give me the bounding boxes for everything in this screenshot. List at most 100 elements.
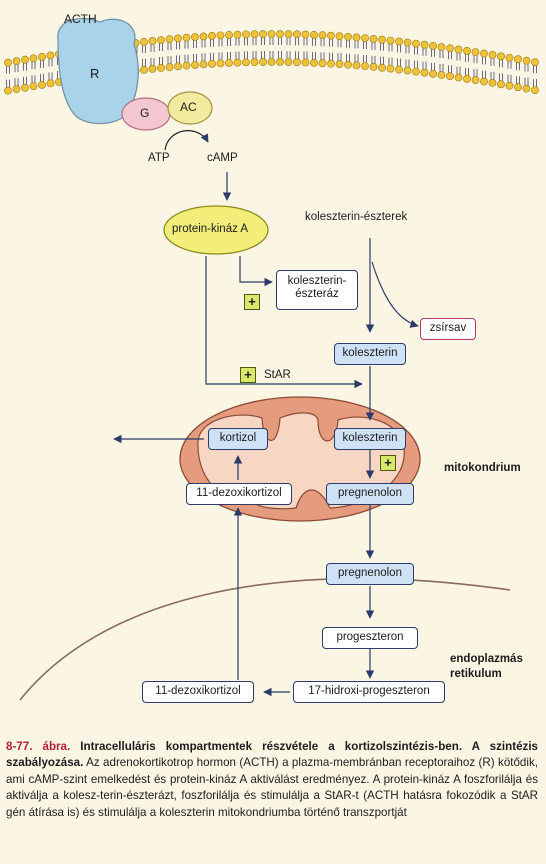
lipid-head [267, 58, 276, 66]
figure-caption: 8-77. ábra. Intracelluláris kompartmente… [6, 739, 538, 821]
lipid-head [318, 31, 327, 40]
lipid-head [191, 61, 199, 69]
lipid-head [344, 60, 352, 69]
pka-shape [163, 205, 269, 255]
cortisol-box: kortizol [208, 428, 268, 450]
lipid-head [208, 31, 216, 40]
lipid-head [301, 30, 310, 39]
lipid-head [497, 80, 505, 89]
lipid-head [199, 32, 208, 41]
lipid-head [420, 68, 429, 77]
lipid-head [352, 33, 361, 42]
lipid-head [191, 33, 199, 41]
mito-plus-badge: + [380, 455, 396, 471]
lipid-head [412, 67, 420, 76]
lipid-head [21, 83, 29, 92]
ac-label: AC [180, 100, 197, 114]
lipid-head [327, 31, 335, 40]
lipid-head [463, 46, 471, 55]
lipid-head [497, 52, 505, 61]
lipid-head [140, 37, 148, 46]
lipid-head [276, 30, 284, 38]
cholesterol-esterase-line-2: észteráz [295, 288, 339, 300]
lipid-head [148, 37, 157, 45]
progesterone-box: progeszteron [322, 627, 418, 649]
atp-label: ATP [148, 152, 170, 164]
lipid-head [208, 59, 216, 68]
lipid-head [182, 33, 191, 42]
lipid-head [140, 65, 148, 74]
pregnenolone-er-box: pregnenolon [326, 563, 414, 585]
star-label: StAR [264, 369, 291, 381]
lipid-head [165, 35, 174, 44]
lipid-head [386, 36, 395, 45]
lipid-head [174, 34, 182, 43]
lipid-head [310, 30, 318, 39]
hydroxyprogesterone-box: 17-hidroxi-progeszteron [293, 681, 445, 703]
lipid-head [38, 80, 46, 89]
lipid-head [403, 66, 412, 75]
lipid-head [225, 31, 233, 39]
lipid-head [522, 56, 531, 65]
lipid-head [403, 38, 412, 47]
lipid-head [233, 58, 242, 67]
lipid-head [446, 72, 454, 81]
lipid-head [242, 58, 250, 67]
lipid-head [301, 58, 310, 67]
lipid-head [395, 37, 403, 46]
lipid-head [12, 57, 21, 66]
lipid-head [293, 30, 301, 39]
lipid-head [29, 54, 38, 63]
atp-camp-arrow [164, 130, 209, 151]
lipid-head [471, 76, 480, 85]
lipid-head [216, 31, 225, 40]
diagram-graphics [4, 18, 539, 701]
er-membrane [19, 577, 511, 701]
lipid-head [38, 52, 46, 61]
lipid-head [199, 60, 208, 69]
lipid-head [505, 53, 514, 62]
lipid-head [480, 77, 488, 86]
pka-to-star-arrow [205, 256, 363, 389]
lipid-head [531, 86, 539, 95]
lipid-head [148, 65, 157, 73]
lipid-head [522, 84, 531, 93]
lipid-head [344, 32, 352, 41]
lipid-head [4, 58, 12, 67]
lipid-head [437, 43, 446, 51]
pka-label: protein-kináz A [172, 223, 249, 235]
lipid-head [335, 32, 344, 41]
cholesterol-esterase-box: koleszterin- észteráz [276, 270, 358, 310]
lipid-head [310, 58, 318, 67]
esters-to-fatty-acid-arrow [371, 261, 419, 328]
adenylate-cyclase-shape [167, 91, 213, 125]
lipid-head [352, 61, 361, 70]
lipid-head [250, 30, 259, 39]
lipid-head [378, 63, 386, 72]
lipid-head [327, 59, 335, 68]
er-label-line-1: endoplazmás [450, 653, 523, 665]
lipid-head [318, 59, 327, 68]
lipid-head [369, 62, 378, 71]
lipid-head [165, 63, 174, 72]
lipid-head [250, 58, 259, 67]
lipid-head [437, 71, 446, 79]
lipid-head [225, 59, 233, 67]
caption-text: Az adrenokortikotrop hormon (ACTH) a pla… [6, 756, 538, 819]
lipid-head [429, 69, 437, 78]
lipid-head [446, 44, 454, 53]
lipid-head [284, 58, 293, 67]
lipid-head [488, 51, 497, 59]
er-label-line-2: retikulum [450, 668, 502, 680]
lipid-head [182, 61, 191, 70]
esterase-plus-badge: + [244, 294, 260, 310]
lipid-head [293, 58, 301, 67]
lipid-head [29, 82, 38, 91]
lipid-head [174, 62, 182, 71]
receptor-shape [57, 18, 139, 125]
lipid-head [454, 45, 463, 54]
lipid-head [505, 81, 514, 90]
cholesterol-cytoplasm-box: koleszterin [334, 343, 406, 365]
lipid-head [386, 64, 395, 73]
